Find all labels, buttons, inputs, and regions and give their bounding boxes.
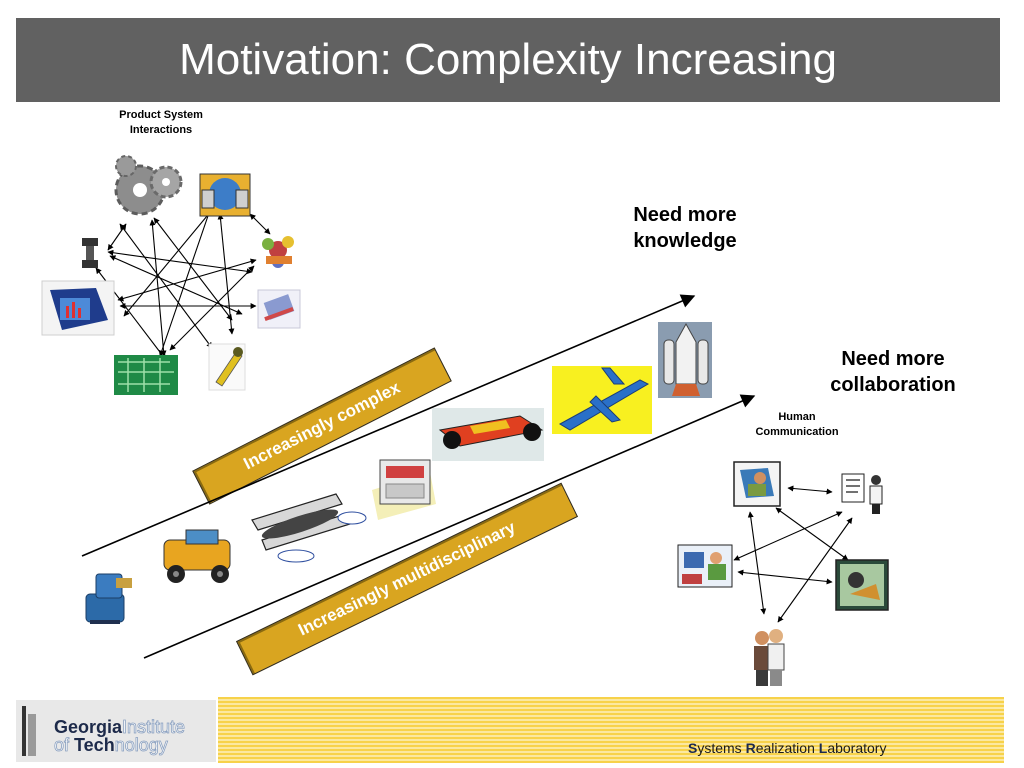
lab-initial-l: L <box>818 740 828 756</box>
monitor-icon <box>41 280 115 336</box>
race-car-icon <box>432 408 544 461</box>
people-icon <box>754 629 785 686</box>
lab-word-realization: ealization <box>755 740 819 756</box>
human-interaction-arrows <box>733 485 853 623</box>
biplane-icon <box>251 493 367 563</box>
light-bulb-icon <box>208 343 246 391</box>
human-communication-label: Human Communication <box>755 411 839 438</box>
footer-stripes <box>218 697 1004 763</box>
trend-arrows <box>81 294 756 659</box>
logo-tech: Tech <box>74 735 115 755</box>
computer-network-icon <box>199 173 251 217</box>
circuit-board-icon <box>114 355 178 395</box>
presenter-icon <box>841 473 883 514</box>
logo-georgia: Georgia <box>54 717 123 737</box>
lab-initial-s: S <box>688 740 698 756</box>
logo-institute: Institute <box>122 717 186 737</box>
logo-of: of <box>54 735 75 755</box>
need-knowledge-callout: Need more knowledge <box>633 204 737 252</box>
product-system-label: Product System Interactions <box>119 109 203 136</box>
vintage-car-icon <box>163 529 231 583</box>
gears-icon <box>114 155 183 216</box>
upper-trend-arrow <box>81 294 696 557</box>
lab-word-laboratory: aboratory <box>827 740 887 756</box>
georgia-tech-logo: GeorgiaInstitute of Technology <box>16 700 216 762</box>
chip-icon <box>257 289 301 329</box>
jet-airplane-icon <box>552 366 652 434</box>
page-title: Motivation: Complexity Increasing <box>179 35 837 84</box>
logo-tower-icon <box>22 706 26 756</box>
lower-trend-arrow <box>143 394 756 659</box>
drafting-person-icon <box>733 461 781 507</box>
logo-line1: GeorgiaInstitute <box>54 717 186 737</box>
lab-word-systems: ystems <box>697 740 746 756</box>
pump-icon <box>85 573 132 624</box>
lab-name: Systems Realization Laboratory <box>688 740 886 756</box>
logo-tower-shadow <box>28 714 36 756</box>
logo-line2: of Technology <box>54 735 169 755</box>
engineer-icon <box>835 559 889 611</box>
molecule-icon <box>262 236 294 268</box>
logo-nology: nology <box>114 735 168 755</box>
title-bar: Motivation: Complexity Increasing <box>16 18 1000 102</box>
lab-initial-r: R <box>745 740 756 756</box>
copier-icon <box>372 459 436 520</box>
need-collaboration-callout: Need more collaboration <box>830 348 956 396</box>
space-shuttle-icon <box>658 322 712 398</box>
valve-icon <box>82 238 98 268</box>
meeting-icon <box>677 544 733 588</box>
product-interaction-arrows <box>95 209 271 361</box>
